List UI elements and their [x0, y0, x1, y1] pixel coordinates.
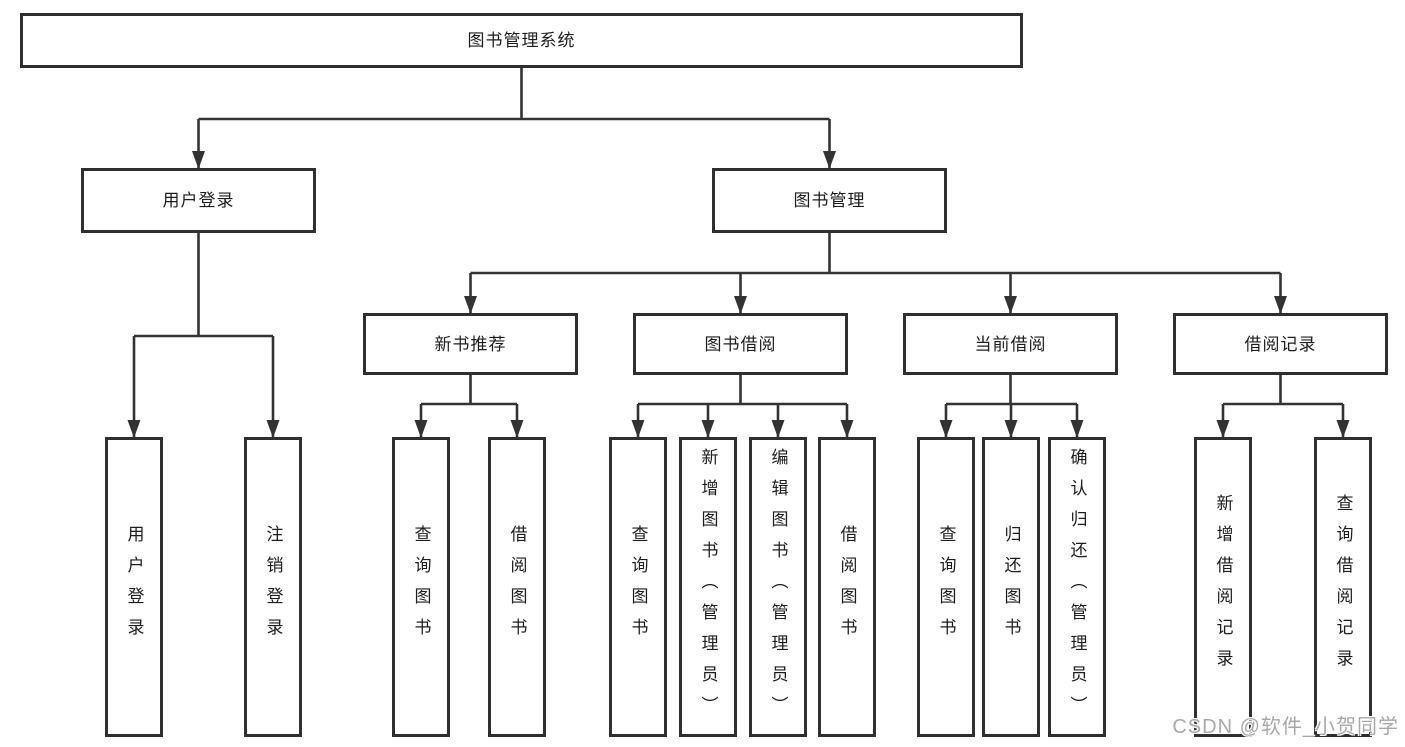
connector-new-book-recommend-to-leaves — [414, 375, 524, 438]
leaf-add-borrow-record: 新增借阅记录 — [1194, 437, 1252, 737]
connector-user-login-to-leaves — [127, 233, 280, 438]
connector-root-to-level2 — [192, 68, 836, 169]
node-current-borrow: 当前借阅 — [903, 313, 1118, 375]
node-borrow-record: 借阅记录 — [1173, 313, 1388, 375]
node-root: 图书管理系统 — [20, 13, 1023, 68]
node-book-borrow: 图书借阅 — [633, 313, 848, 375]
leaf-confirm-return-admin: 确认归还（管理员） — [1048, 437, 1106, 737]
leaf-query-book-current: 查询图书 — [917, 437, 975, 737]
leaf-borrow-book: 借阅图书 — [818, 437, 876, 737]
leaf-edit-book-admin: 编辑图书（管理员） — [749, 437, 807, 737]
leaf-return-book: 归还图书 — [982, 437, 1040, 737]
node-new-book-recommend: 新书推荐 — [363, 313, 578, 375]
leaf-query-borrow-record: 查询借阅记录 — [1314, 437, 1372, 737]
leaf-query-book-borrow: 查询图书 — [609, 437, 667, 737]
node-book-management: 图书管理 — [712, 168, 947, 233]
leaf-user-login: 用户登录 — [105, 437, 163, 737]
leaf-query-book-recommend: 查询图书 — [392, 437, 450, 737]
csdn-watermark: CSDN @软件_小贺同学 — [1172, 716, 1399, 738]
connector-borrow-record-to-leaves — [1216, 375, 1350, 438]
node-user-login: 用户登录 — [81, 168, 316, 233]
connector-book-borrow-to-leaves — [631, 375, 854, 438]
leaf-logout: 注销登录 — [244, 437, 302, 737]
connector-current-borrow-to-leaves — [939, 375, 1084, 438]
connector-book-management-to-level3 — [464, 233, 1287, 314]
leaf-add-book-admin: 新增图书（管理员） — [679, 437, 737, 737]
leaf-borrow-book-recommend: 借阅图书 — [488, 437, 546, 737]
